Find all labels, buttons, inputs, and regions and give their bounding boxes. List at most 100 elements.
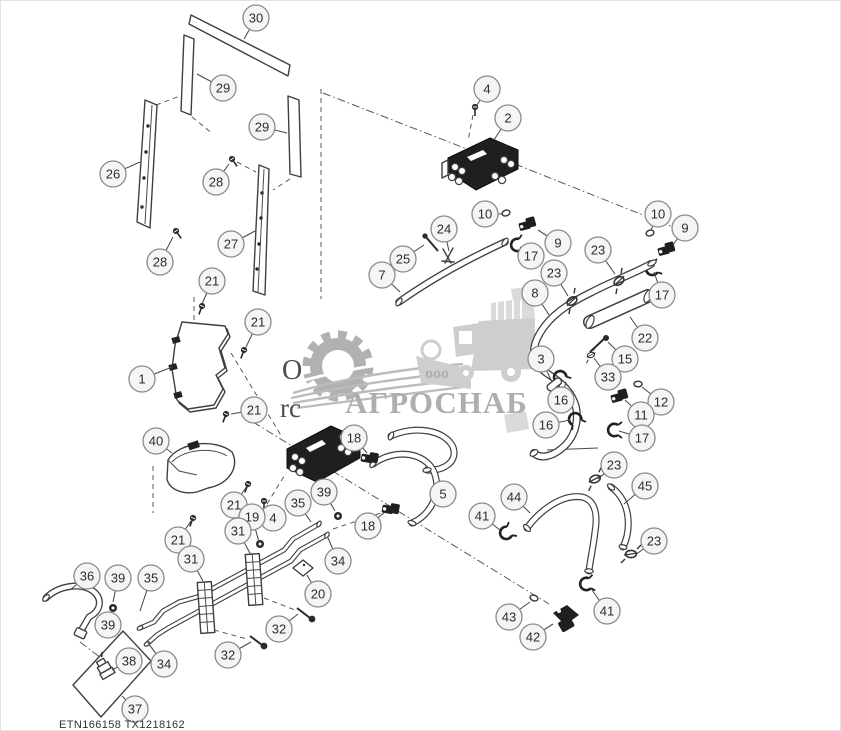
callout-41: 41	[468, 502, 501, 531]
callout-number: 26	[106, 167, 120, 182]
callout-number: 39	[317, 485, 331, 500]
callout-number: 32	[272, 622, 286, 637]
callout-number: 30	[249, 11, 263, 26]
callout-number: 4	[483, 82, 490, 97]
callout-number: 4	[269, 511, 276, 526]
callout-circle	[631, 472, 659, 500]
callout-number: 17	[635, 431, 649, 446]
callout-circle	[519, 623, 547, 651]
callout-17: 17	[648, 271, 676, 309]
callout-32: 32	[265, 613, 299, 643]
callout-circle	[142, 427, 170, 455]
callout-18: 18	[340, 424, 368, 454]
callout-number: 27	[224, 237, 238, 252]
callout-circle	[471, 200, 499, 228]
callout-circle	[611, 345, 639, 373]
callout-number: 19	[245, 510, 259, 525]
callout-37: 37	[121, 695, 149, 723]
fitting-9-b	[656, 241, 676, 257]
callout-number: 1	[138, 372, 145, 387]
callout-number: 9	[681, 221, 688, 236]
callout-29: 29	[196, 73, 237, 102]
callout-44: 44	[500, 483, 531, 514]
callout-number: 21	[227, 498, 241, 513]
callout-number: 41	[600, 604, 614, 619]
callout-number: 23	[607, 458, 621, 473]
callout-circle	[429, 480, 457, 508]
callout-1: 1	[128, 365, 173, 393]
callout-43: 43	[495, 601, 531, 631]
callout-circle	[304, 580, 332, 608]
callout-circle	[73, 562, 101, 590]
callout-circle	[284, 489, 312, 517]
callout-circle	[495, 603, 523, 631]
callout-circle	[217, 230, 245, 258]
part-top-rail-30	[188, 14, 291, 77]
callout-number: 31	[184, 552, 198, 567]
oring-10-b	[644, 228, 656, 238]
callout-circle	[164, 526, 192, 554]
screw-28-b	[170, 225, 185, 241]
callout-number: 39	[101, 618, 115, 633]
callout-number: 3	[537, 352, 544, 367]
callout-circle	[640, 527, 668, 555]
callout-25: 25	[389, 244, 425, 273]
callout-number: 21	[247, 403, 261, 418]
callout-circle	[644, 200, 672, 228]
callout-35: 35	[284, 489, 312, 523]
callout-16: 16	[547, 381, 575, 414]
screw-15	[589, 335, 609, 353]
callout-number: 44	[507, 490, 521, 505]
callout-15: 15	[607, 341, 639, 373]
callout-number: 33	[601, 370, 615, 385]
callout-number: 21	[251, 315, 265, 330]
callout-26: 26	[99, 160, 141, 188]
callout-layer: 3029292628272821211214042109172425710923…	[69, 4, 699, 723]
part-tube-34	[143, 531, 330, 647]
callout-circle	[544, 229, 572, 257]
callout-circle	[198, 267, 226, 295]
callout-33: 33	[593, 357, 622, 391]
callout-21: 21	[230, 396, 268, 424]
callout-circle	[584, 236, 612, 264]
callout-number: 31	[231, 524, 245, 539]
callout-number: 41	[475, 509, 489, 524]
callout-38: 38	[111, 647, 143, 675]
callout-3: 3	[527, 345, 555, 381]
callout-number: 5	[439, 487, 446, 502]
callout-9: 9	[537, 229, 572, 257]
callout-number: 34	[331, 554, 345, 569]
callout-39: 39	[310, 478, 338, 512]
callout-circle	[248, 113, 276, 141]
callout-circle	[430, 215, 458, 243]
callout-circle	[600, 451, 628, 479]
callout-number: 17	[524, 249, 538, 264]
part-plate-1	[168, 321, 231, 413]
callout-number: 35	[144, 571, 158, 586]
part-hose-7	[395, 237, 509, 307]
part-oil-cooler-2	[441, 137, 519, 191]
callout-number: 8	[531, 286, 538, 301]
callout-number: 15	[618, 352, 632, 367]
nut-39-a	[334, 512, 342, 520]
screw-21-c	[219, 409, 231, 425]
callout-circle	[104, 564, 132, 592]
callout-number: 35	[291, 496, 305, 511]
callout-16: 16	[532, 411, 571, 439]
nut-39-b	[109, 604, 117, 612]
callout-number: 12	[654, 395, 668, 410]
part-bracket-27	[252, 164, 270, 296]
clamp-41-a	[495, 520, 519, 545]
callout-number: 23	[547, 266, 561, 281]
callout-9: 9	[671, 214, 699, 246]
callout-5: 5	[429, 480, 457, 508]
callout-21: 21	[164, 520, 192, 554]
callout-23: 23	[637, 527, 668, 555]
callout-number: 23	[591, 243, 605, 258]
callout-circle	[115, 647, 143, 675]
callout-2: 2	[493, 104, 522, 141]
callout-circle	[593, 597, 621, 625]
callout-29: 29	[248, 113, 288, 141]
callout-number: 34	[157, 657, 171, 672]
